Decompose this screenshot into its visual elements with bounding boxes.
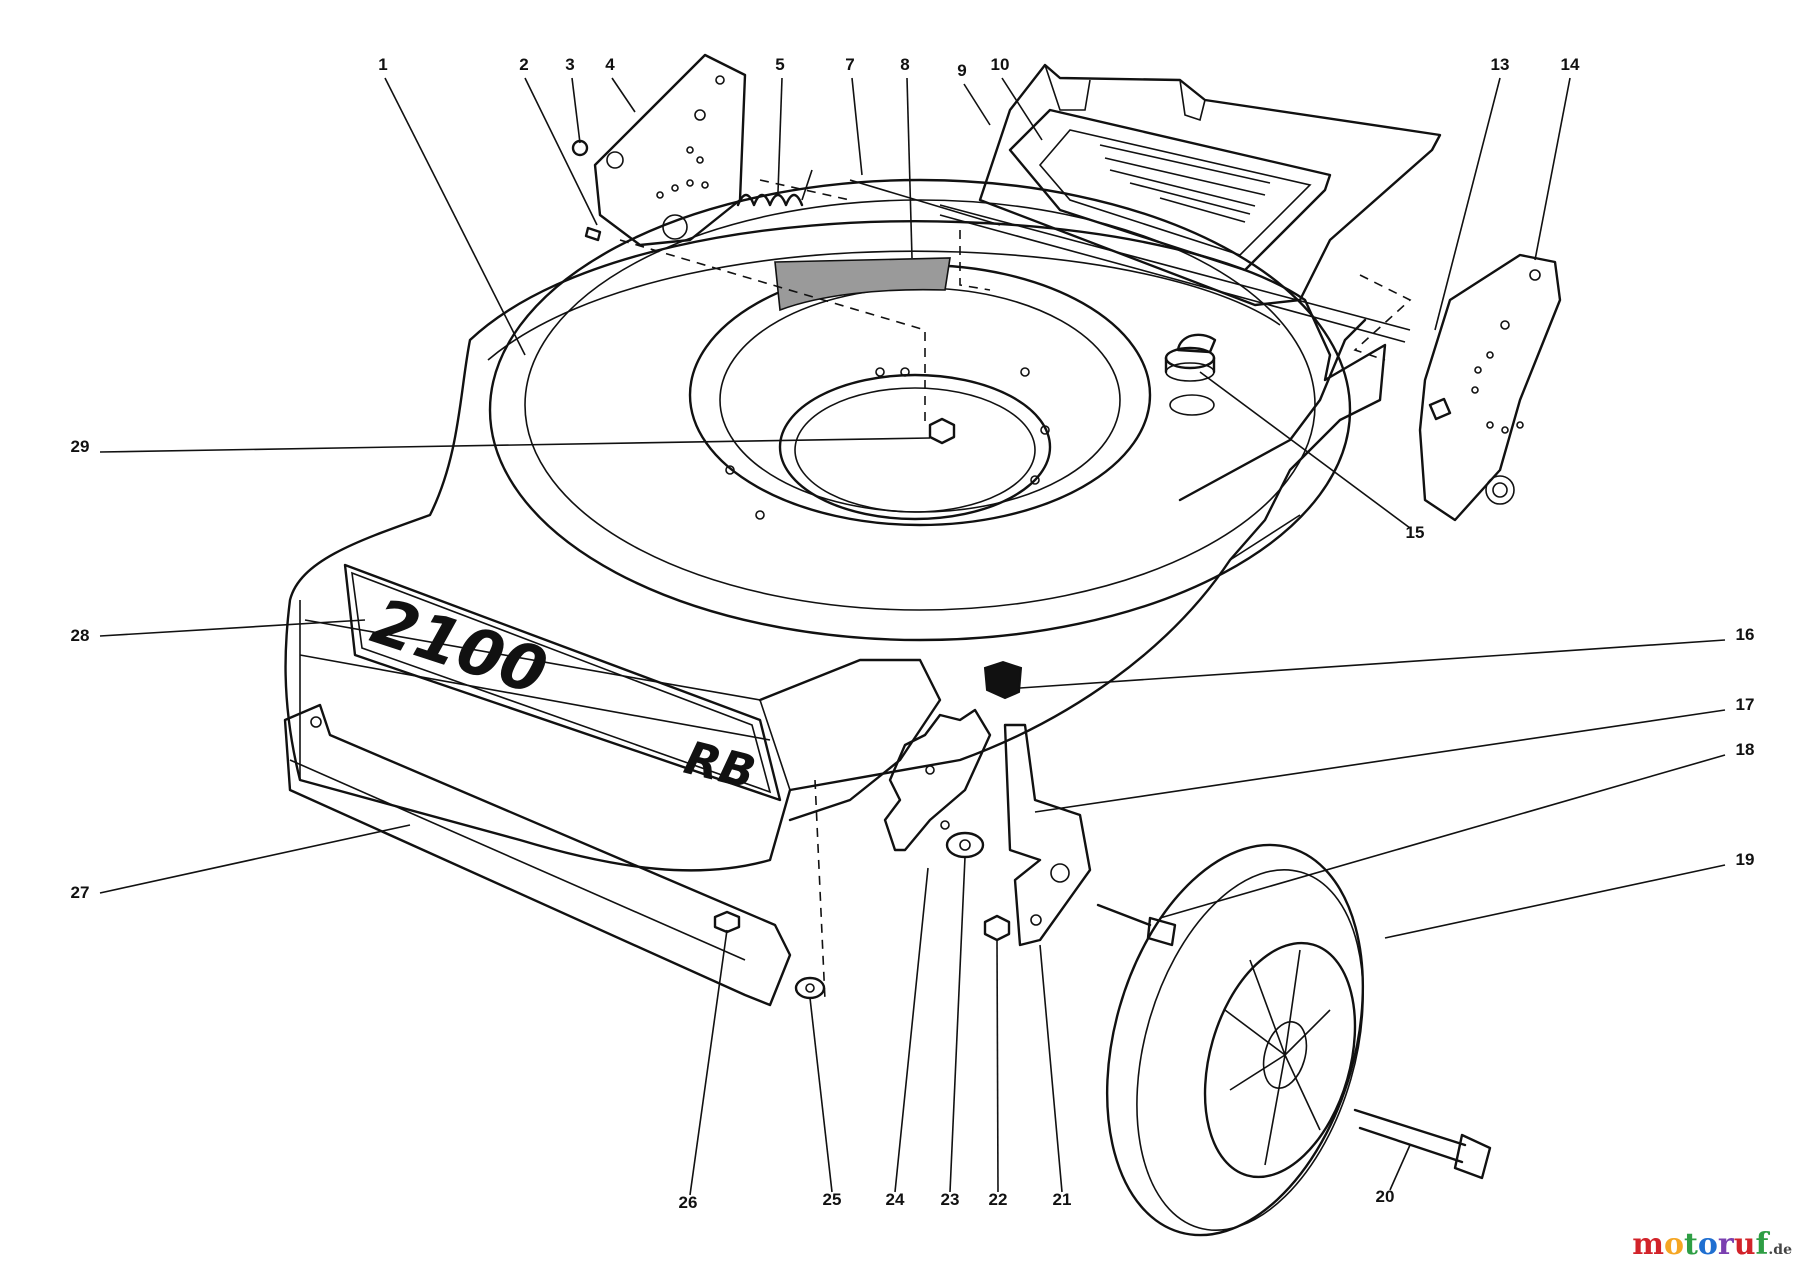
callout-label-2: 2: [519, 55, 528, 74]
callout-label-13: 13: [1491, 55, 1510, 74]
watermark-letter: r: [1717, 1227, 1734, 1262]
callout-label-7: 7: [845, 55, 854, 74]
callout-label-23: 23: [941, 1190, 960, 1209]
callout-label-14: 14: [1561, 55, 1580, 74]
wheel-arm: [1003, 723, 1092, 947]
callout-leader-1: [384, 77, 526, 356]
callout-label-19: 19: [1736, 850, 1755, 869]
callout-leader-2: [524, 77, 598, 226]
callout-label-5: 5: [775, 55, 784, 74]
callout-label-29: 29: [71, 437, 90, 456]
watermark-letter: f: [1755, 1227, 1769, 1262]
callout-leader-22: [996, 939, 999, 1193]
screw: [584, 226, 602, 242]
callout-leader-27: [99, 824, 411, 894]
callout-leader-24: [894, 867, 929, 1193]
callout-label-22: 22: [989, 1190, 1008, 1209]
front-washer: [794, 976, 826, 1000]
right-rear-height-bracket: [1418, 253, 1562, 522]
callout-leader-26: [689, 929, 728, 1196]
front-baffle: [283, 703, 792, 1007]
watermark-letter: o: [1664, 1227, 1685, 1262]
callout-leader-25: [809, 997, 833, 1193]
watermark-letter: t: [1684, 1227, 1698, 1262]
model-suffix-text: RB: [679, 730, 760, 799]
callout-leader-16: [1019, 639, 1726, 689]
model-decal: 2100 RB: [343, 563, 782, 802]
callout-label-25: 25: [823, 1190, 842, 1209]
callout-leader-14: [1534, 77, 1571, 261]
callout-leader-4: [611, 77, 636, 113]
callout-label-20: 20: [1376, 1187, 1395, 1206]
torsion-spring: [736, 169, 813, 207]
wheel: [1105, 843, 1365, 1237]
wheel-nut: [983, 914, 1011, 942]
callout-leader-15: [1199, 371, 1411, 529]
callout-label-27: 27: [71, 883, 90, 902]
felt-pad: [774, 257, 951, 312]
callout-label-8: 8: [900, 55, 909, 74]
callout-label-3: 3: [565, 55, 574, 74]
watermark-letter: o: [1697, 1227, 1718, 1262]
center-nut: [928, 417, 956, 445]
wheel-bolt: [1096, 903, 1177, 947]
callout-leader-9: [963, 83, 991, 126]
spacer-washer: [945, 831, 985, 859]
callout-label-26: 26: [679, 1193, 698, 1212]
watermark: motoruf.de: [1632, 1227, 1792, 1262]
watermark-logo: motoruf: [1632, 1227, 1768, 1262]
axle-bolt: [1353, 1108, 1492, 1180]
callout-label-1: 1: [378, 55, 387, 74]
callout-label-24: 24: [886, 1190, 905, 1209]
callout-leader-13: [1434, 77, 1501, 331]
callout-label-28: 28: [71, 626, 90, 645]
oil-fill-cap: [1164, 333, 1217, 416]
callout-label-4: 4: [605, 55, 615, 74]
callout-leader-28: [99, 619, 366, 637]
callout-label-16: 16: [1736, 625, 1755, 644]
callout-leader-21: [1039, 944, 1063, 1193]
callout-leader-29: [99, 437, 931, 453]
watermark-letter: u: [1733, 1227, 1756, 1262]
callout-leader-23: [949, 856, 966, 1193]
callout-leader-19: [1384, 864, 1726, 939]
callout-label-10: 10: [991, 55, 1010, 74]
washer: [571, 139, 589, 157]
watermark-letter: m: [1632, 1227, 1664, 1262]
callout-leader-17: [1034, 709, 1726, 813]
callout-leader-20: [1389, 1144, 1411, 1191]
callout-leader-3: [571, 77, 581, 144]
deck-housing: [284, 178, 1387, 872]
left-rear-height-bracket: [593, 53, 747, 247]
rear-flap: [978, 63, 1442, 307]
front-nut: [713, 910, 741, 934]
bushing: [983, 660, 1023, 700]
callout-label-18: 18: [1736, 740, 1755, 759]
callout-label-15: 15: [1406, 523, 1425, 542]
callout-leader-10: [1001, 77, 1043, 141]
callout-leader-5: [777, 77, 783, 193]
callout-label-17: 17: [1736, 695, 1755, 714]
height-adjuster-plate: [883, 708, 992, 852]
callout-leader-18: [1159, 754, 1726, 919]
callout-label-21: 21: [1053, 1190, 1072, 1209]
watermark-suffix: .de: [1768, 1242, 1792, 1258]
callout-label-9: 9: [957, 61, 966, 80]
callout-leader-7: [851, 77, 863, 176]
callout-leader-8: [906, 77, 913, 259]
